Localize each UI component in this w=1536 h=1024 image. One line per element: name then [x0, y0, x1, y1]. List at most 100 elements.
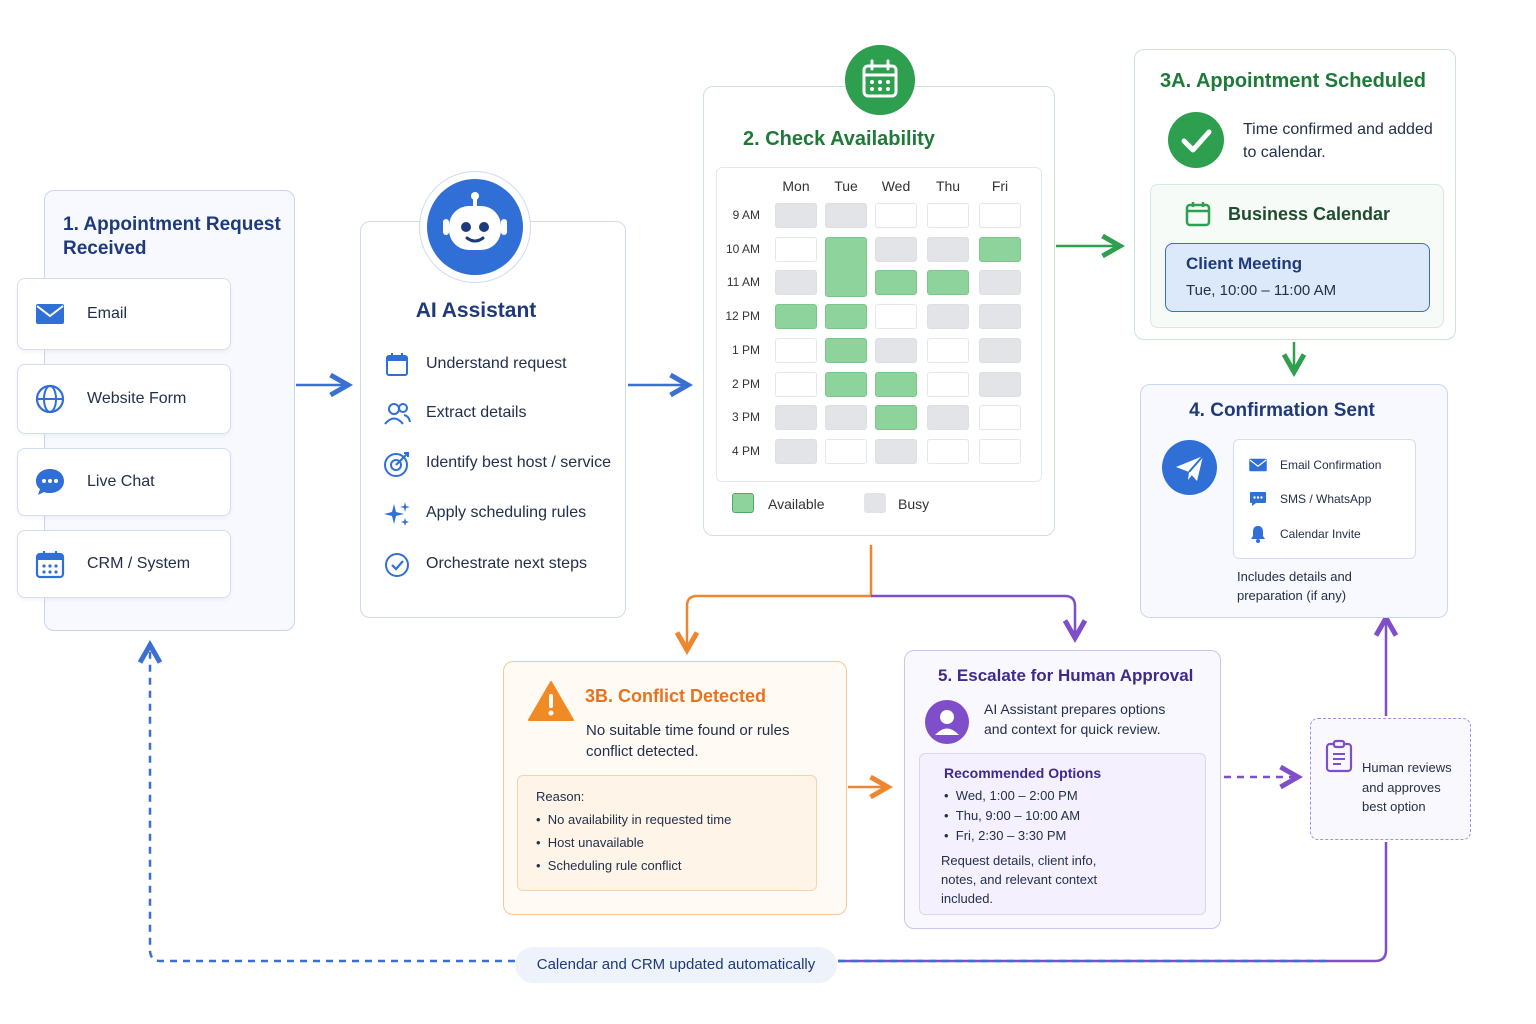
- timeslot-cell[interactable]: [979, 405, 1021, 430]
- recommended-option[interactable]: • Fri, 2:30 – 3:30 PM: [944, 828, 1066, 843]
- timeslot-cell[interactable]: [875, 405, 917, 430]
- legend-available-swatch: [732, 493, 754, 513]
- reason-item: • Host unavailable: [536, 835, 644, 850]
- appointment-scheduled-title: 3A. Appointment Scheduled: [1160, 70, 1426, 92]
- bullet: •: [536, 835, 548, 850]
- person-icon: [925, 700, 969, 744]
- bullet: •: [944, 788, 956, 803]
- timeslot-cell[interactable]: [775, 439, 817, 464]
- human-review-text: Human reviews and approves best option: [1362, 760, 1452, 814]
- client-meeting-event[interactable]: [1165, 243, 1430, 312]
- time-label: 11 AM: [726, 275, 760, 289]
- time-label: 1 PM: [731, 343, 760, 357]
- timeslot-cell[interactable]: [875, 304, 917, 329]
- escalate-title: 5. Escalate for Human Approval: [938, 666, 1194, 685]
- calendar-icon: [1185, 202, 1211, 227]
- timeslot-cell[interactable]: [875, 338, 917, 363]
- option-text: Thu, 9:00 – 10:00 AM: [955, 808, 1081, 823]
- timeslot-cell[interactable]: [927, 439, 969, 464]
- timeslot-cell[interactable]: [979, 304, 1021, 329]
- checkmark-icon: [1168, 112, 1224, 168]
- meeting-time: Tue, 10:00 – 11:00 AM: [1186, 282, 1337, 299]
- channel-label: Calendar Invite: [1280, 527, 1361, 541]
- conflict-detected-title: 3B. Conflict Detected: [585, 686, 767, 706]
- source-crm-system[interactable]: CRM / System: [17, 530, 231, 598]
- timeslot-cell[interactable]: [825, 439, 867, 464]
- time-label: 9 AM: [732, 208, 760, 222]
- reason-item: • Scheduling rule conflict: [536, 858, 681, 873]
- timeslot-cell[interactable]: [927, 203, 969, 228]
- check-circle-icon: [382, 550, 412, 580]
- option-text: Wed, 1:00 – 2:00 PM: [955, 788, 1078, 803]
- timeslot-cell[interactable]: [927, 372, 969, 397]
- timeslot-cell[interactable]: [825, 304, 867, 329]
- timeslot-cell[interactable]: [825, 237, 867, 297]
- reason-text: Host unavailable: [547, 835, 644, 850]
- day-header: Mon: [782, 178, 810, 194]
- source-website-form[interactable]: Website Form: [17, 364, 231, 434]
- ai-step-label: Understand request: [426, 355, 567, 372]
- time-label: 2 PM: [731, 377, 760, 391]
- timeslot-cell[interactable]: [979, 439, 1021, 464]
- bullet: •: [944, 828, 956, 843]
- timeslot-cell[interactable]: [979, 237, 1021, 262]
- legend-busy-label: Busy: [898, 496, 930, 512]
- timeslot-cell[interactable]: [775, 237, 817, 262]
- timeslot-cell[interactable]: [979, 270, 1021, 295]
- timeslot-cell[interactable]: [979, 372, 1021, 397]
- timeslot-cell[interactable]: [927, 237, 969, 262]
- time-label: 4 PM: [731, 444, 760, 458]
- warning-icon: [528, 681, 574, 721]
- source-live-chat[interactable]: Live Chat: [17, 448, 231, 516]
- timeslot-cell[interactable]: [775, 372, 817, 397]
- human-review-card: [1310, 718, 1471, 840]
- reason-label: Reason:: [536, 789, 585, 804]
- timeslot-cell[interactable]: [927, 270, 969, 295]
- timeslot-cell[interactable]: [875, 270, 917, 295]
- reason-text: Scheduling rule conflict: [547, 858, 682, 873]
- ai-step-label: Identify best host / service: [426, 454, 611, 471]
- timeslot-cell[interactable]: [775, 203, 817, 228]
- timeslot-cell[interactable]: [927, 405, 969, 430]
- users-icon: [382, 399, 412, 429]
- timeslot-cell[interactable]: [979, 338, 1021, 363]
- timeslot-cell[interactable]: [775, 405, 817, 430]
- reason-text: No availability in requested time: [547, 812, 732, 827]
- timeslot-cell[interactable]: [825, 338, 867, 363]
- timeslot-cell[interactable]: [875, 237, 917, 262]
- source-email[interactable]: Email: [17, 278, 231, 350]
- day-header: Tue: [834, 178, 858, 194]
- robot-avatar: [419, 171, 531, 283]
- clipboard-icon: [1325, 739, 1353, 773]
- timeslot-cell[interactable]: [775, 304, 817, 329]
- timeslot-cell[interactable]: [825, 203, 867, 228]
- recommended-option[interactable]: • Wed, 1:00 – 2:00 PM: [944, 788, 1078, 803]
- source-label: Website Form: [87, 390, 187, 407]
- chat-bubble-icon: [34, 466, 66, 498]
- time-label: 12 PM: [725, 309, 760, 323]
- calendar-icon: [382, 350, 412, 380]
- sparkle-icon: [382, 499, 412, 529]
- source-label: CRM / System: [87, 555, 191, 572]
- target-icon: [382, 449, 412, 479]
- escalate-description: AI Assistant prepares options and contex…: [984, 701, 1166, 737]
- timeslot-cell[interactable]: [825, 372, 867, 397]
- globe-icon: [34, 383, 66, 415]
- timeslot-cell[interactable]: [927, 338, 969, 363]
- time-label: 3 PM: [731, 410, 760, 424]
- timeslot-cell[interactable]: [775, 338, 817, 363]
- channel-label: SMS / WhatsApp: [1280, 492, 1372, 506]
- bullet: •: [536, 858, 548, 873]
- timeslot-cell[interactable]: [875, 203, 917, 228]
- timeslot-cell[interactable]: [875, 439, 917, 464]
- calendar-grid-icon: [34, 548, 66, 580]
- recommended-option[interactable]: • Thu, 9:00 – 10:00 AM: [944, 808, 1080, 823]
- business-calendar-title: Business Calendar: [1228, 204, 1391, 224]
- timeslot-cell[interactable]: [775, 270, 817, 295]
- timeslot-cell[interactable]: [927, 304, 969, 329]
- timeslot-cell[interactable]: [875, 372, 917, 397]
- timeslot-cell[interactable]: [825, 405, 867, 430]
- recommended-note: Request details, client info, notes, and…: [941, 853, 1098, 906]
- arrow-availability-branch-conflict: [687, 545, 873, 650]
- timeslot-cell[interactable]: [979, 203, 1021, 228]
